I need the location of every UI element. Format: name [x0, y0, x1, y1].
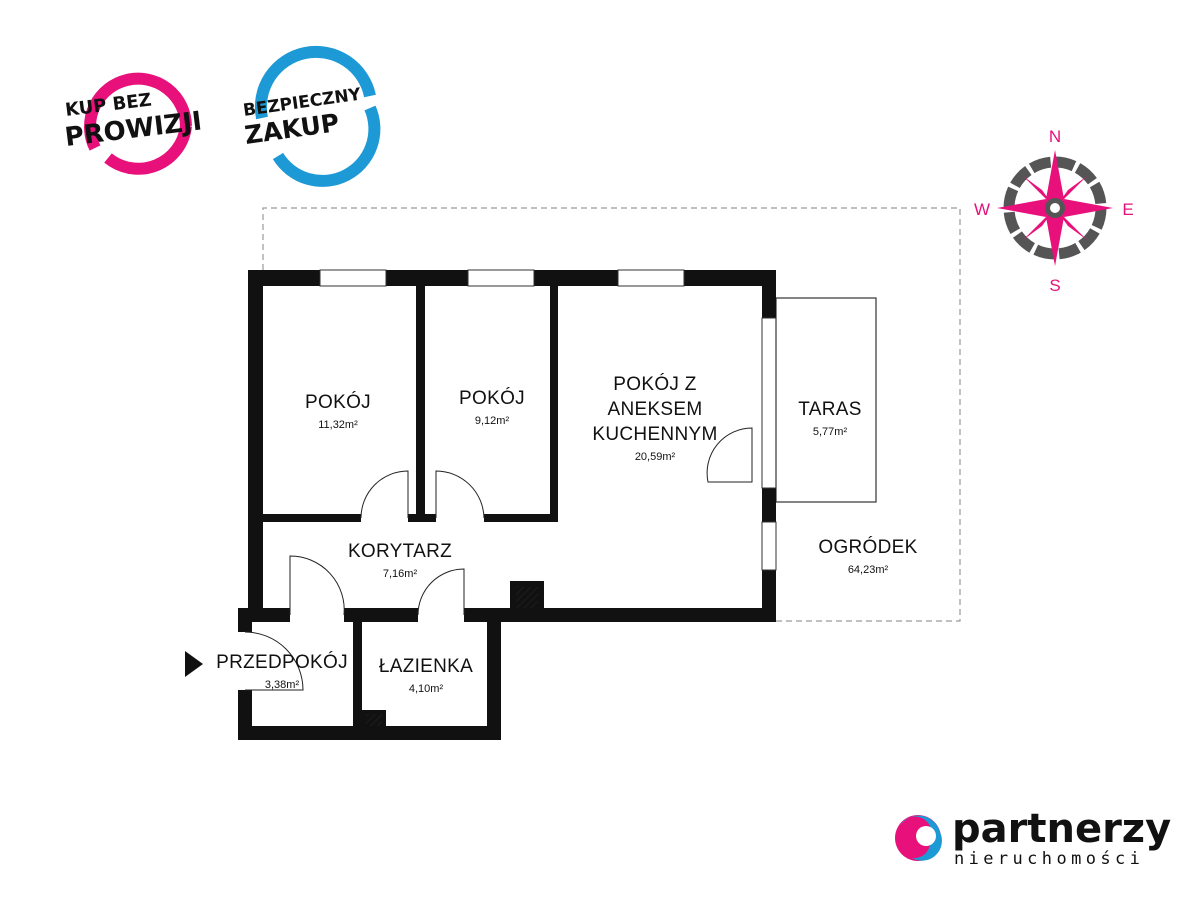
compass-needle-west [997, 199, 1055, 217]
garden-boundary [262, 207, 961, 622]
windows [319, 269, 777, 571]
room-garden: OGRÓDEK 64,23m² [818, 536, 917, 576]
room-area: 9,12m² [475, 415, 510, 427]
badge-ring [84, 72, 192, 151]
compass-rose: N E S W [974, 127, 1134, 295]
compass-needle-sw [1023, 208, 1055, 240]
compass-west-label: W [974, 200, 990, 219]
room-label: TARAS [798, 399, 861, 420]
room-area: 5,77m² [813, 426, 848, 438]
room-label: KORYTARZ [348, 541, 452, 562]
room-terrace: TARAS 5,77m² [798, 399, 861, 438]
compass-south-label: S [1049, 276, 1060, 295]
compass-needle-se [1055, 208, 1087, 240]
walls [238, 270, 776, 740]
brand-subtitle: nieruchomości [954, 849, 1144, 869]
room-living-kitchen: POKÓJ Z ANEKSEM KUCHENNYM 20,59m² [592, 373, 717, 463]
room-bedroom-1: POKÓJ 11,32m² [305, 391, 371, 431]
room-label: POKÓJ Z [613, 373, 696, 395]
room-area: 3,38m² [265, 679, 300, 691]
no-commission-badge: KUP BEZ PROWIZJI [63, 72, 204, 175]
room-entrance-hall: PRZEDPOKÓJ 3,38m² [216, 651, 348, 691]
room-area: 4,10m² [409, 683, 444, 695]
room-label: PRZEDPOKÓJ [216, 651, 348, 673]
room-label: ANEKSEM [607, 399, 702, 420]
room-area: 64,23m² [848, 564, 889, 576]
badge-ring [254, 45, 376, 120]
room-label: OGRÓDEK [818, 536, 917, 558]
room-label: KUCHENNYM [592, 424, 717, 445]
brand-name: partnerzy [952, 806, 1171, 852]
entrance-arrow-icon [185, 651, 203, 677]
compass-needle-north [1046, 150, 1064, 208]
room-bedroom-2: POKÓJ 9,12m² [459, 387, 525, 427]
doors [244, 427, 753, 691]
badge-ring-lower [272, 105, 381, 187]
compass-east-label: E [1122, 200, 1133, 219]
compass-north-label: N [1049, 127, 1061, 146]
compass-needle-south [1046, 208, 1064, 266]
room-corridor: KORYTARZ 7,16m² [348, 541, 452, 580]
safe-purchase-badge: BEZPIECZNY ZAKUP [242, 45, 381, 187]
room-bathroom: ŁAZIENKA 4,10m² [379, 656, 473, 695]
room-label: ŁAZIENKA [379, 656, 473, 677]
compass-needle-nw [1023, 176, 1055, 208]
room-label: POKÓJ [459, 387, 525, 409]
compass-needle-east [1055, 199, 1113, 217]
compass-needle-ne [1055, 176, 1087, 208]
badge-ring-lower [104, 125, 192, 175]
room-area: 11,32m² [318, 419, 358, 431]
room-area: 7,16m² [383, 568, 418, 580]
partnerzy-logo: partnerzy nieruchomości [895, 806, 1171, 869]
room-area: 20,59m² [635, 451, 676, 463]
room-label: POKÓJ [305, 391, 371, 413]
room-labels: POKÓJ 11,32m² POKÓJ 9,12m² POKÓJ Z ANEKSEM KUC… [216, 373, 917, 695]
